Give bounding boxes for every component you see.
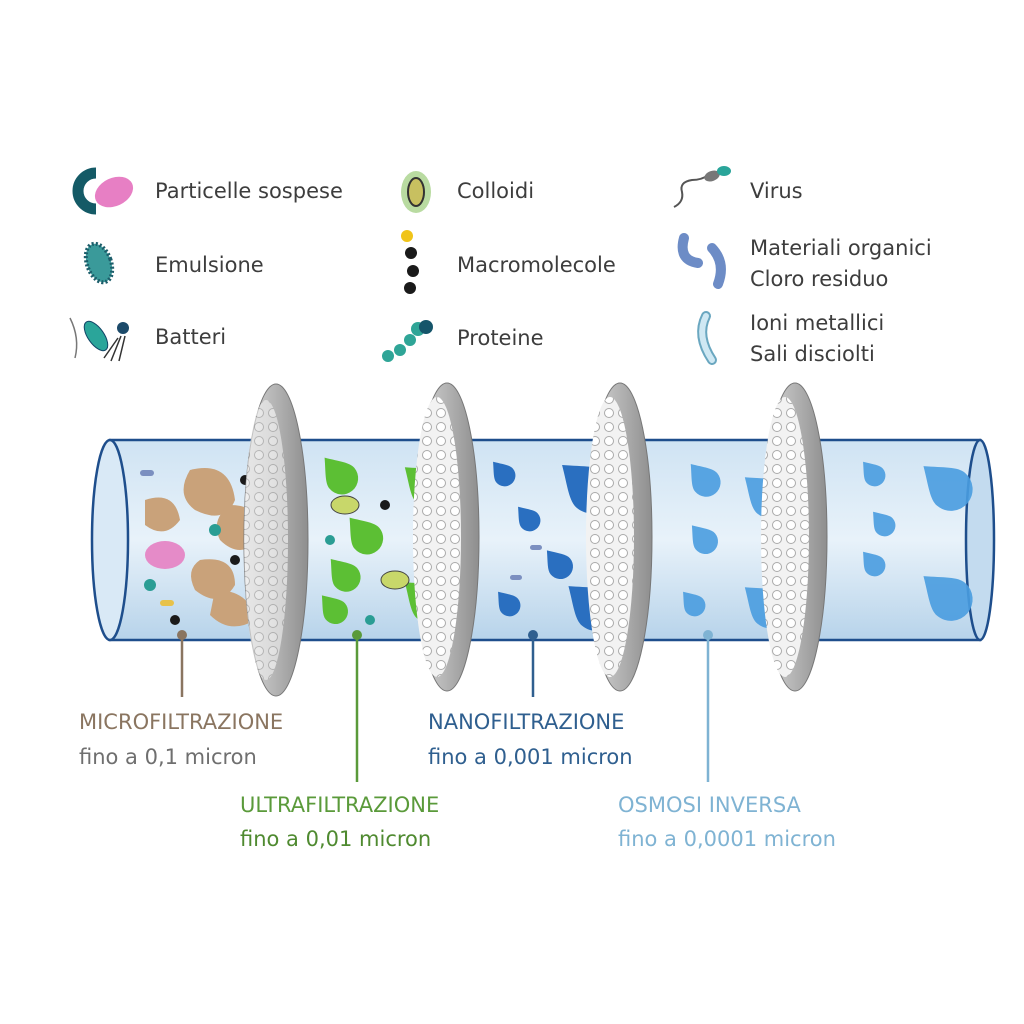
reverse-osmosis-detail: fino a 0,0001 micron [618,827,836,851]
legend-organic-materials: Materiali organici [750,236,932,260]
virus-icon [673,166,731,208]
legend-metal-ions: Ioni metallici [750,311,885,335]
filter-disc-ultra [413,382,480,692]
ultrafiltration-detail: fino a 0,01 micron [240,827,432,851]
micro-particles [140,468,264,627]
legend-colloids: Colloidi [457,179,535,203]
macromolecules-icon [401,230,419,294]
filter-disc-nano [586,382,653,692]
filter-disc-ro [761,382,828,692]
microfiltration-detail: fino a 0,1 micron [79,745,257,769]
legend-macromolecules: Macromolecole [457,253,616,277]
legend-residual-chlorine: Cloro residuo [750,267,889,291]
nanofiltration-detail: fino a 0,001 micron [428,745,633,769]
legend-proteins: Proteine [457,326,544,350]
proteins-icon [382,320,433,362]
legend-dissolved-salts: Sali disciolti [750,342,875,366]
nanofiltration-title: NANOFILTRAZIONE [428,710,625,734]
nano-particles [484,447,627,640]
emulsion-icon [83,241,115,285]
reverse-osmosis-title: OSMOSI INVERSA [618,793,801,817]
legend-emulsion: Emulsione [155,253,264,277]
pipe-right-end [964,438,996,642]
suspended-particles-icon [72,167,134,215]
legend-suspended-particles: Particelle sospese [155,179,343,203]
leader-lines [177,630,713,782]
microfiltration-title: MICROFILTRAZIONE [79,710,284,734]
organic-materials-icon [677,233,726,289]
filter-disc-micro [243,383,309,697]
pipe-left-opening [90,438,130,642]
metal-ions-icon [697,311,717,365]
colloids-icon [401,171,431,213]
legend-bacteria: Batteri [155,325,227,349]
ultra-particles [312,447,459,632]
ultrafiltration-title: ULTRAFILTRAZIONE [240,793,440,817]
legend-virus: Virus [750,179,803,203]
bacteria-icon [69,317,129,362]
